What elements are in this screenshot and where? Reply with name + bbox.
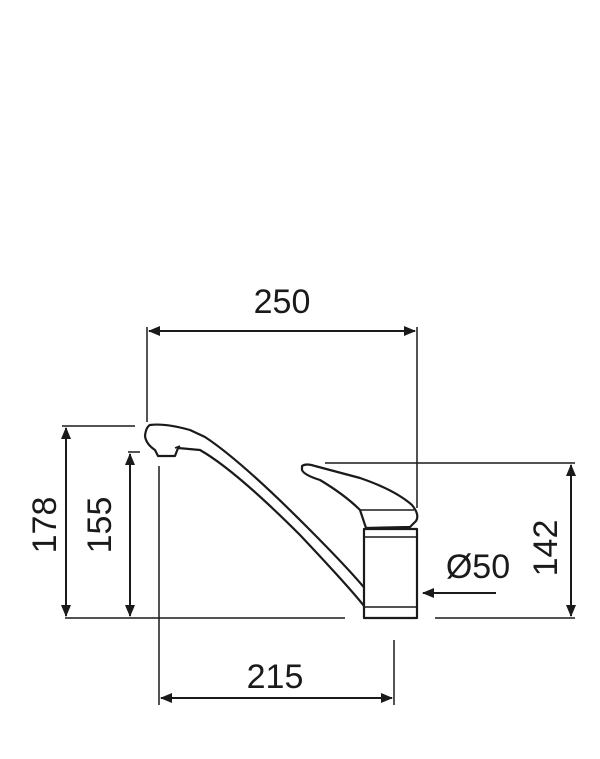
lever-handle (300, 463, 419, 530)
reference-lines (62, 327, 575, 705)
label-overall-width: 250 (254, 283, 311, 321)
mixer-body (362, 527, 419, 620)
dimension-lines (61, 326, 576, 703)
label-spout-height: 155 (81, 497, 119, 554)
tap-outline (143, 423, 419, 620)
spout (143, 423, 373, 608)
label-base-diameter: Ø50 (446, 548, 510, 586)
label-spout-reach: 215 (247, 658, 304, 696)
label-total-height: 178 (26, 497, 64, 554)
label-body-height: 142 (527, 520, 565, 577)
